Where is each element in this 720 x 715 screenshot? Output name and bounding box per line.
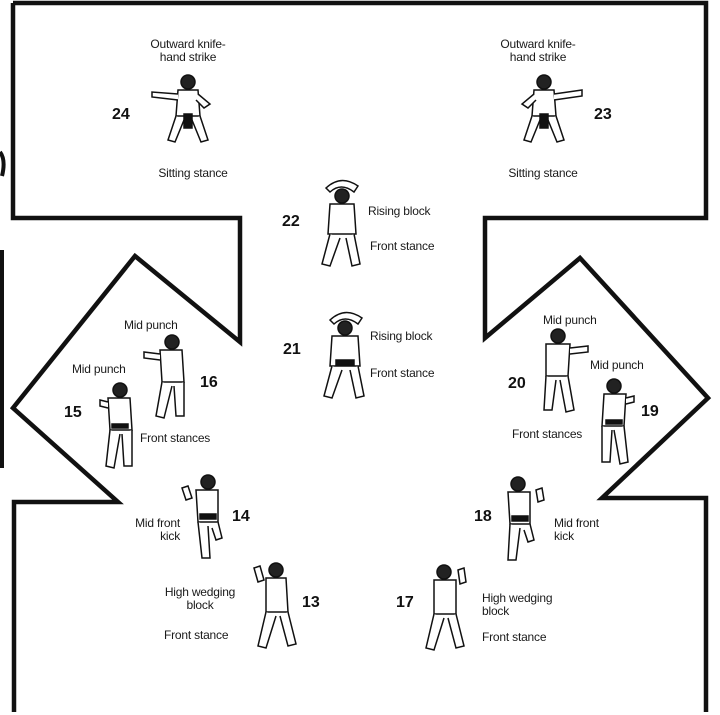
move-21-technique: Rising block bbox=[370, 329, 433, 343]
move-14-number: 14 bbox=[232, 508, 250, 525]
karate-figure-icon bbox=[538, 328, 590, 416]
move-13-stance: Front stance bbox=[164, 628, 229, 642]
karate-figure-icon bbox=[142, 334, 192, 422]
move-23-stance: Sitting stance bbox=[508, 166, 578, 180]
move-20-number: 20 bbox=[508, 375, 526, 392]
karate-figure-icon bbox=[316, 176, 366, 270]
karate-figure-icon bbox=[178, 472, 228, 564]
move-19-number: 19 bbox=[641, 403, 659, 420]
move-24-technique: Outward knife- hand strike bbox=[150, 37, 226, 64]
karate-figure-icon bbox=[596, 376, 636, 468]
move-17-number: 17 bbox=[396, 594, 414, 611]
move-19-technique: Mid punch bbox=[590, 358, 644, 372]
pattern-path-top-right bbox=[13, 0, 712, 712]
move-15-technique: Mid punch bbox=[72, 362, 126, 376]
karate-figure-icon bbox=[318, 308, 368, 402]
move-22-number: 22 bbox=[282, 213, 300, 230]
move-24-stance: Sitting stance bbox=[158, 166, 228, 180]
move-23-technique: Outward knife- hand strike bbox=[500, 37, 576, 64]
karate-figure-icon bbox=[252, 560, 302, 652]
move-21-stance: Front stance bbox=[370, 366, 435, 380]
karate-figure-icon bbox=[98, 380, 138, 472]
move-22-stance: Front stance bbox=[370, 239, 435, 253]
move-18-number: 18 bbox=[474, 508, 492, 525]
move-16-number: 16 bbox=[200, 374, 218, 391]
move-17-stance: Front stance bbox=[482, 630, 547, 644]
move-21-number: 21 bbox=[283, 341, 301, 358]
edge-fragment bbox=[0, 150, 6, 177]
karate-figure-icon bbox=[500, 474, 550, 566]
move-13-technique: High wedging block bbox=[164, 585, 236, 612]
move-14-technique: Mid front kick bbox=[135, 516, 180, 543]
karate-figure-icon bbox=[506, 70, 586, 148]
move-20-technique: Mid punch bbox=[543, 313, 597, 327]
move-15-stance: Front stances bbox=[140, 431, 211, 445]
move-13-number: 13 bbox=[302, 594, 320, 611]
karate-figure-icon bbox=[148, 70, 228, 148]
move-18-technique: Mid front kick bbox=[554, 516, 599, 543]
move-17-technique: High wedging block bbox=[482, 591, 553, 618]
pattern-path-top bbox=[9, 3, 243, 712]
move-23-number: 23 bbox=[594, 106, 612, 123]
karate-figure-icon bbox=[422, 562, 472, 654]
move-22-technique: Rising block bbox=[368, 204, 431, 218]
move-16-technique: Mid punch bbox=[124, 318, 178, 332]
move-24-number: 24 bbox=[112, 106, 130, 123]
move-15-number: 15 bbox=[64, 404, 82, 421]
move-19-stance: Front stances bbox=[512, 427, 583, 441]
